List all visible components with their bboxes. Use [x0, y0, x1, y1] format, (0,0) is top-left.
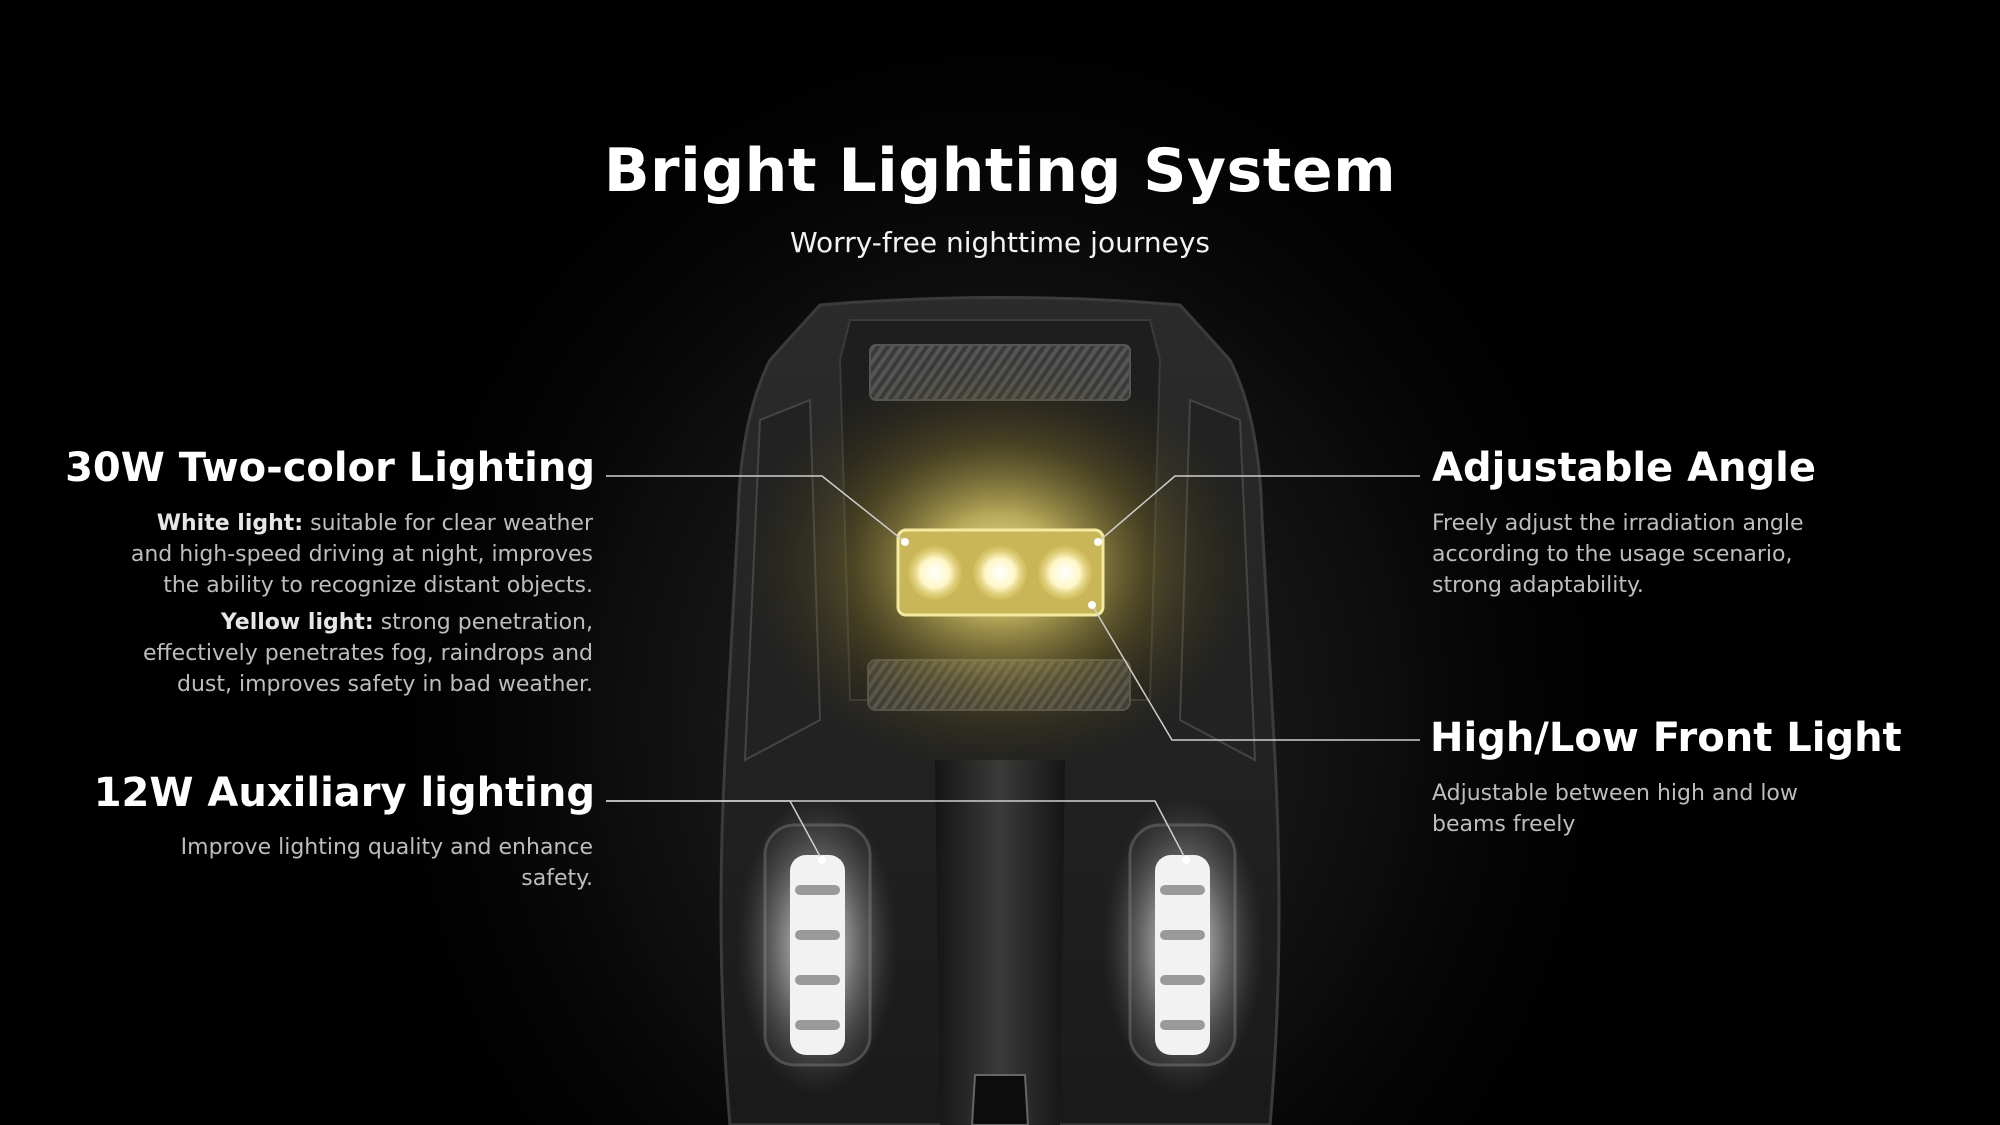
feature-desc-auxiliary: Improve lighting quality and enhance saf… [180, 835, 593, 891]
callout-angle [1097, 475, 1420, 543]
page-subtitle: Worry-free nighttime journeys [790, 226, 1210, 259]
feature-title-main-light: 30W Two-color Lighting [65, 445, 595, 491]
feature-title-high-low: High/Low Front Light [1430, 715, 1902, 761]
callout-lines [606, 475, 1420, 861]
callout-aux-right [606, 800, 1187, 861]
feature-desc-yellow-light: Yellow light: strong penetration, effect… [103, 607, 593, 700]
yellow-light-label: Yellow light: [220, 610, 374, 635]
aux-light-left [790, 855, 845, 1055]
aux-light-right [1155, 855, 1210, 1055]
callout-high-low [1091, 604, 1420, 741]
yellow-light-text: strong penetration, effectively penetrat… [142, 610, 593, 697]
white-light-text: suitable for clear weather and high-spee… [130, 511, 593, 598]
white-light-label: White light: [156, 511, 304, 536]
feature-desc-angle: Freely adjust the irradiation angle acco… [1432, 511, 1804, 598]
feature-title-auxiliary: 12W Auxiliary lighting [93, 770, 595, 816]
feature-title-angle: Adjustable Angle [1432, 445, 1817, 491]
feature-desc-high-low: Adjustable between high and low beams fr… [1432, 781, 1798, 837]
feature-desc-white-light: White light: suitable for clear weather … [123, 508, 593, 601]
callout-main-light [606, 475, 906, 543]
page-title: Bright Lighting System [603, 136, 1397, 206]
